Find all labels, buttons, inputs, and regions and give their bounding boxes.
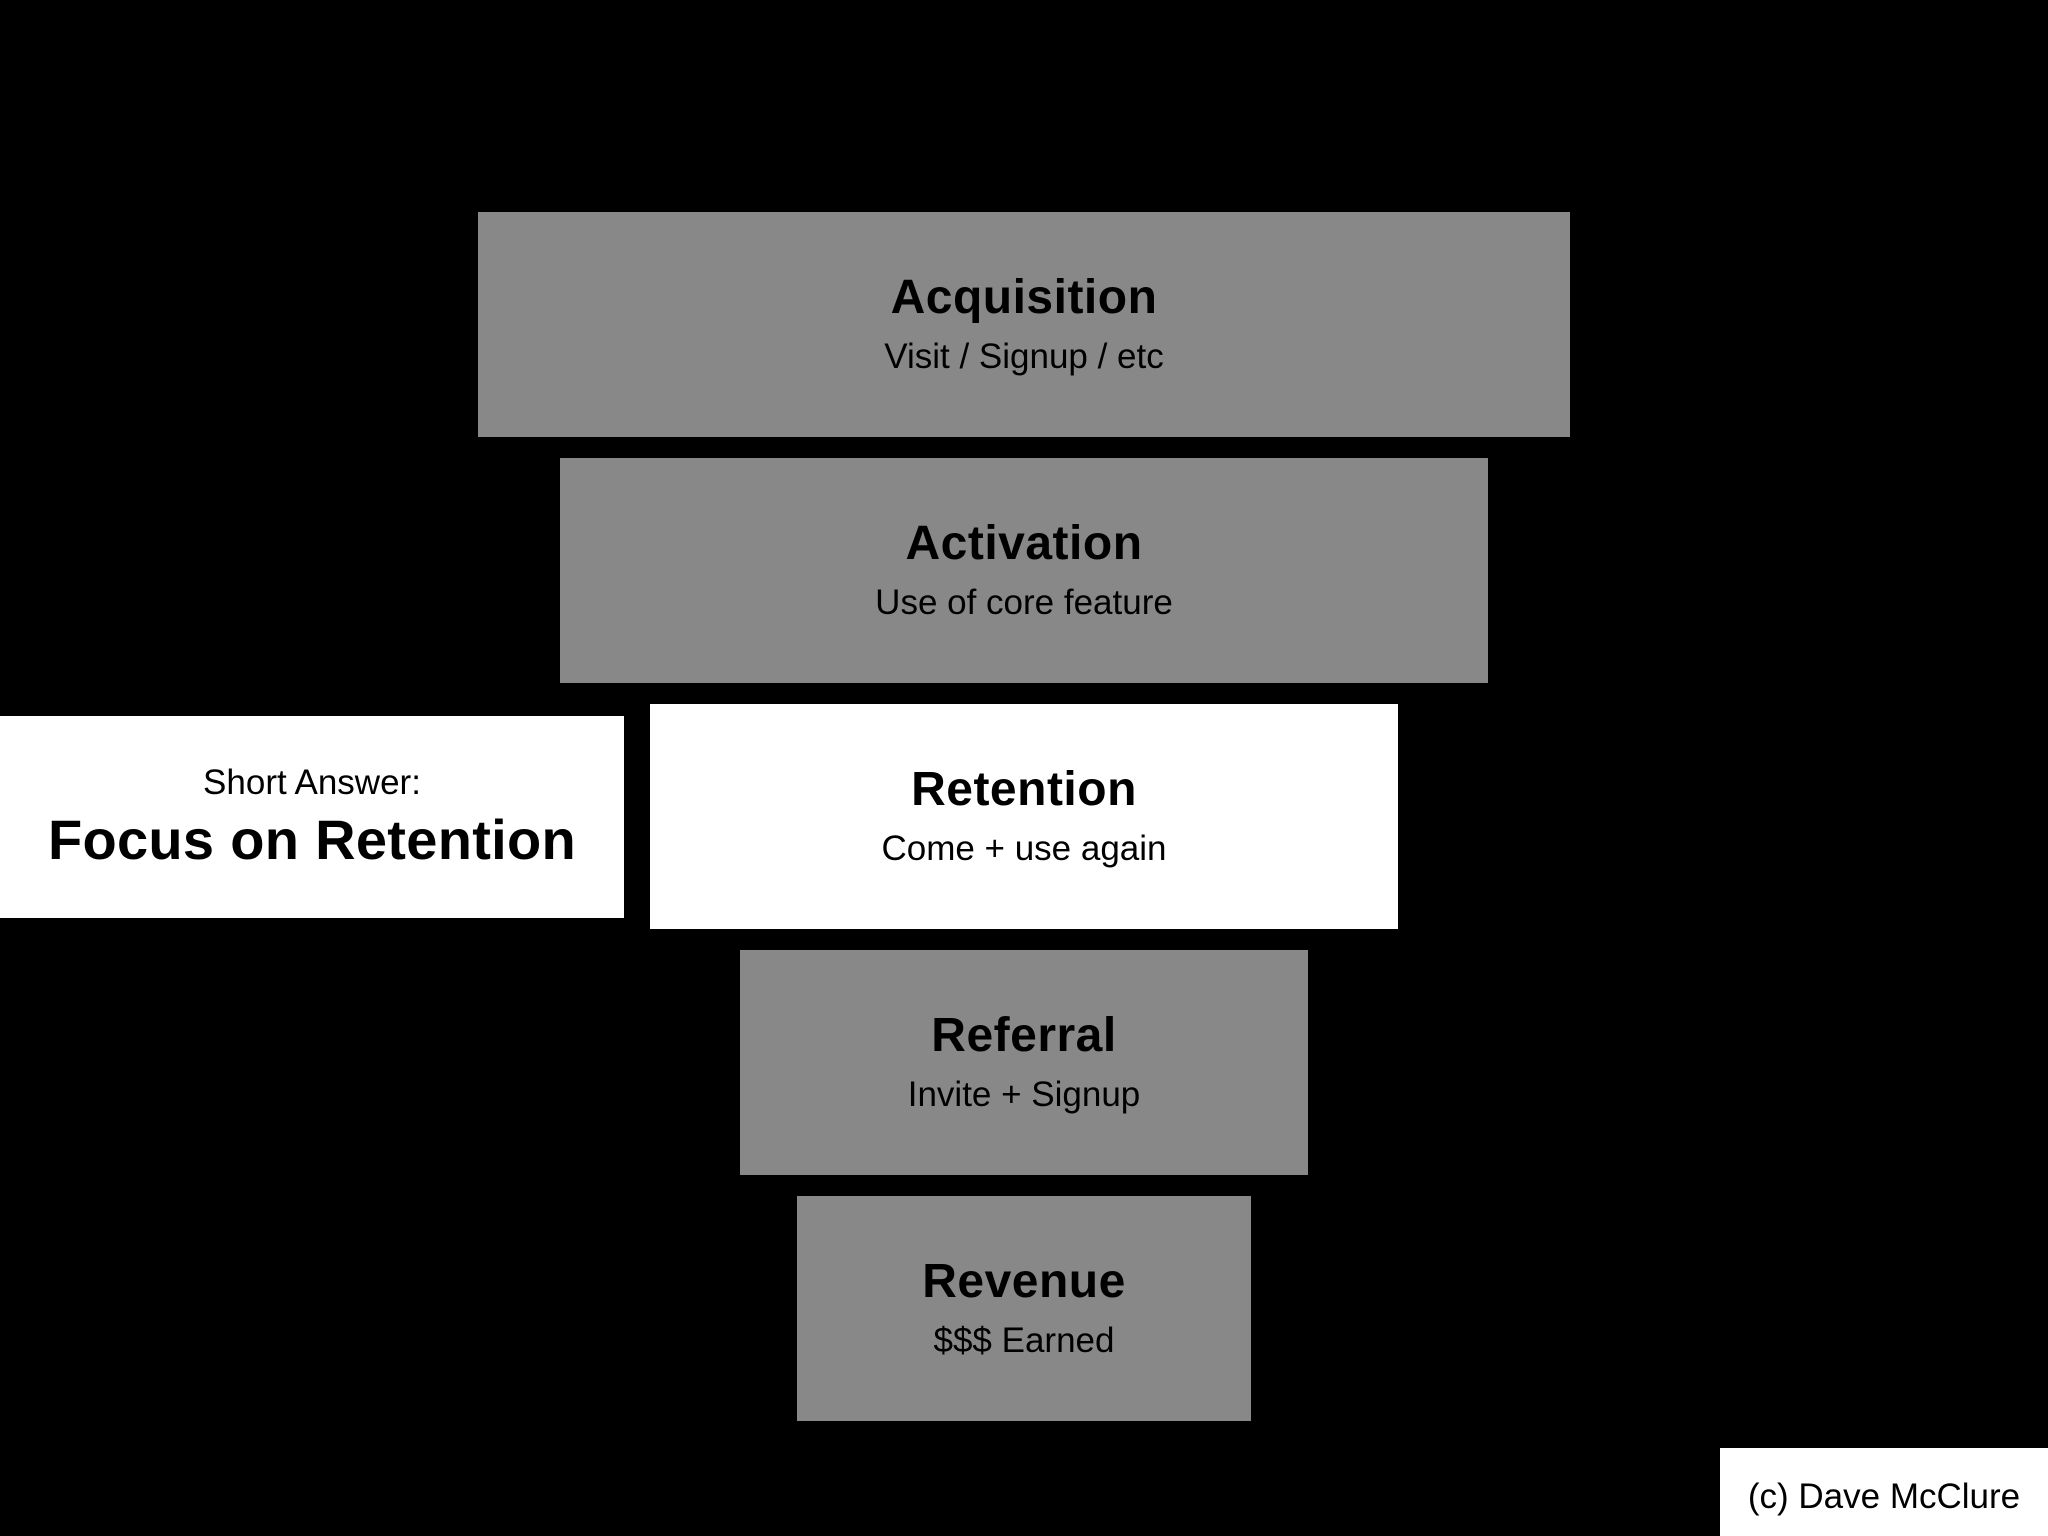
- copyright-credit: (c) Dave McClure: [1720, 1448, 2048, 1536]
- callout-headline: Focus on Retention: [47, 807, 577, 871]
- funnel-stage-retention: Retention Come + use again: [650, 704, 1398, 929]
- stage-subtitle: Come + use again: [881, 829, 1167, 869]
- callout-label: Short Answer:: [203, 762, 421, 802]
- stage-title: Revenue: [922, 1255, 1126, 1309]
- stage-subtitle: Visit / Signup / etc: [884, 337, 1164, 377]
- stage-title: Activation: [905, 517, 1143, 571]
- stage-title: Referral: [931, 1009, 1117, 1063]
- stage-subtitle: Use of core feature: [875, 583, 1173, 623]
- funnel-stage-acquisition: Acquisition Visit / Signup / etc: [478, 212, 1570, 437]
- funnel-stage-referral: Referral Invite + Signup: [740, 950, 1308, 1175]
- funnel-stage-revenue: Revenue $$$ Earned: [797, 1196, 1251, 1421]
- stage-subtitle: Invite + Signup: [907, 1075, 1141, 1115]
- stage-title: Retention: [911, 763, 1137, 817]
- stage-title: Acquisition: [890, 271, 1158, 325]
- short-answer-callout: Short Answer: Focus on Retention: [0, 716, 624, 918]
- funnel-stage-activation: Activation Use of core feature: [560, 458, 1488, 683]
- stage-subtitle: $$$ Earned: [933, 1321, 1115, 1361]
